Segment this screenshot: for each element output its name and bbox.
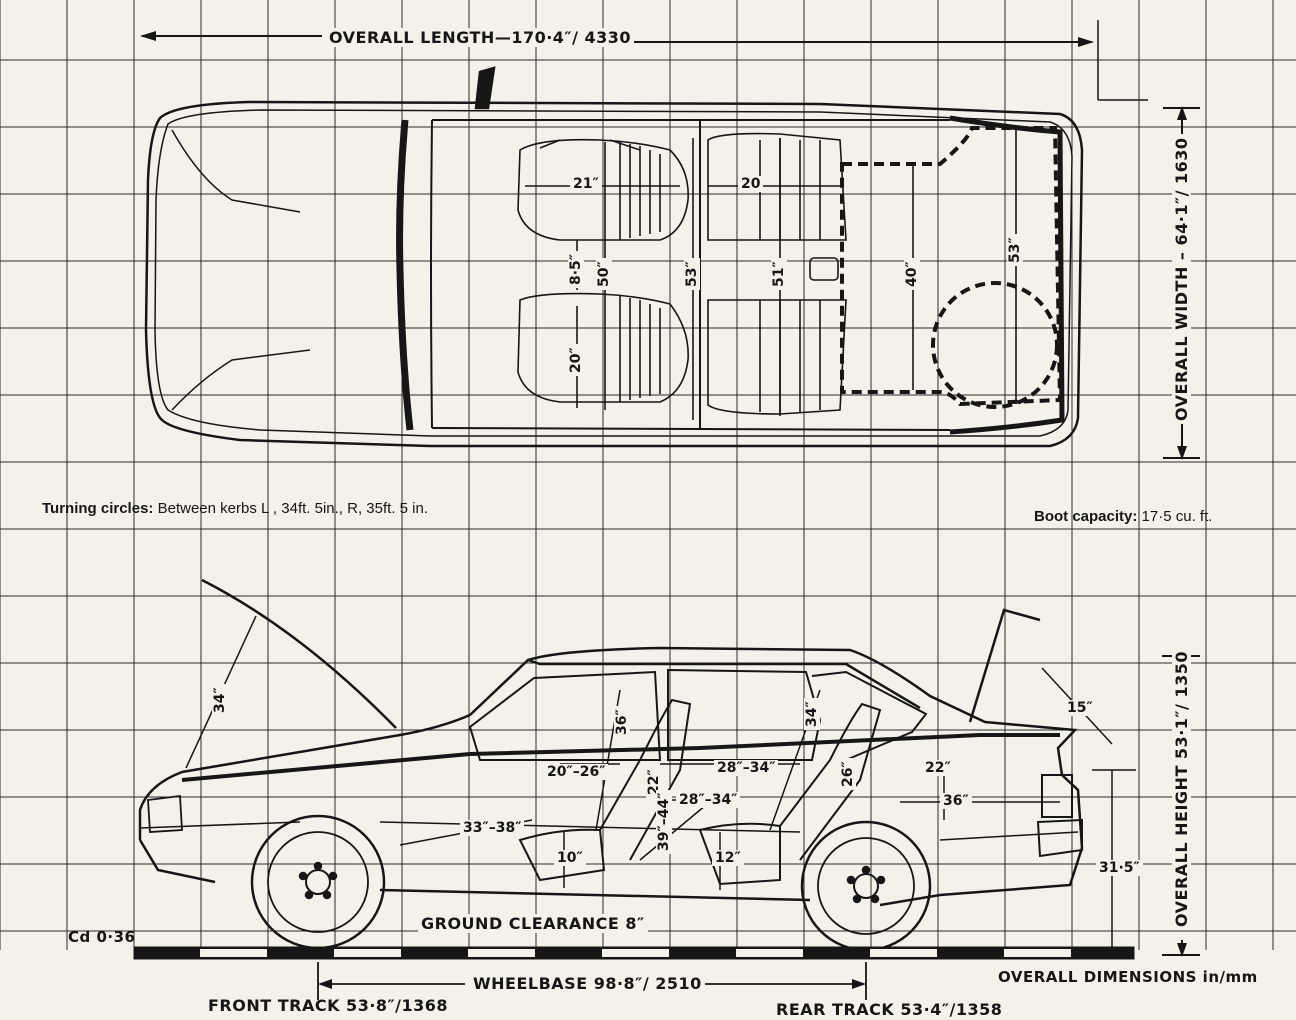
overall-height-label: OVERALL HEIGHT 53·1″/ 1350	[1172, 648, 1191, 930]
rear-headroom-dim: 34″	[804, 698, 820, 730]
overall-dimensions-label: OVERALL DIMENSIONS in/mm	[998, 968, 1258, 986]
boot-height-dim: 22″	[922, 760, 954, 776]
rear-seat-width-dim: 20	[738, 176, 764, 192]
front-legroom-dim: 33″–38″	[460, 820, 525, 836]
boot-lid-dim: 15″	[1064, 700, 1096, 716]
boot-capacity-value: 17·5 cu. ft.	[1141, 508, 1213, 525]
turning-circles-text: Turning circles: Between kerbs L , 34ft.…	[42, 500, 428, 517]
overall-length-label: OVERALL LENGTH—170·4″/ 4330	[326, 28, 635, 47]
turning-circles-value: Between kerbs L , 34ft. 5in., R, 35ft. 5…	[157, 500, 429, 517]
turning-circles-label: Turning circles:	[42, 500, 154, 517]
wheelbase-label: WHEELBASE 98·8″/ 2510	[470, 974, 705, 993]
rear-seat-back-dim: 26″	[840, 758, 856, 790]
rear-cabin-width-dim: 51″	[771, 258, 787, 290]
side-view-car	[138, 578, 1084, 907]
bonnet-open-dim: 34″	[212, 684, 228, 716]
rear-legroom-low-dim: 28″–34″	[676, 792, 741, 808]
seat-depth-dim: 20″	[568, 344, 584, 376]
drag-coefficient-label: Cd 0·36	[68, 928, 136, 946]
ground-ruler	[133, 946, 1135, 960]
rear-knee-dim: 39″–44″	[656, 789, 672, 854]
rear-legroom-top-dim: 28″–34″	[714, 760, 779, 776]
rear-track-label: REAR TRACK 53·4″/1358	[776, 1000, 1003, 1019]
rear-wheel	[800, 820, 932, 952]
boot-outline	[840, 126, 1063, 409]
sill-height-dim: 31·5″	[1096, 860, 1143, 876]
boot-capacity-text: Boot capacity: 17·5 cu. ft.	[1034, 508, 1212, 525]
front-seat-height-dim: 20″–26″	[544, 764, 609, 780]
front-seats	[517, 138, 689, 403]
boot-width-dim: 40″	[904, 258, 920, 290]
plan-view-car	[144, 66, 1084, 448]
boot-capacity-label: Boot capacity:	[1034, 508, 1138, 525]
side-seats	[518, 698, 882, 886]
boot-rear-width-dim: 53″	[1007, 234, 1023, 266]
mid-cabin-width-dim: 53″	[684, 258, 700, 290]
boot-length-dim: 36″	[940, 793, 972, 809]
front-cabin-width-dim: 50″	[596, 258, 612, 290]
overall-length-arrow	[140, 20, 1148, 101]
wheelbase-arrow	[317, 962, 867, 1000]
ground-clearance-label: GROUND CLEARANCE 8″	[418, 914, 648, 933]
front-track-label: FRONT TRACK 53·8″/1368	[208, 996, 449, 1015]
seat-gap-dim: 8·5″	[568, 250, 584, 288]
front-wheel	[250, 814, 386, 950]
front-headroom-dim: 36″	[614, 706, 630, 738]
front-cushion-height-dim: 10″	[554, 850, 586, 866]
rear-cushion-height-dim: 12″	[712, 850, 744, 866]
overall-width-label: OVERALL WIDTH – 64·1″/ 1630	[1172, 134, 1191, 424]
front-seat-width-dim: 21″	[570, 176, 602, 192]
